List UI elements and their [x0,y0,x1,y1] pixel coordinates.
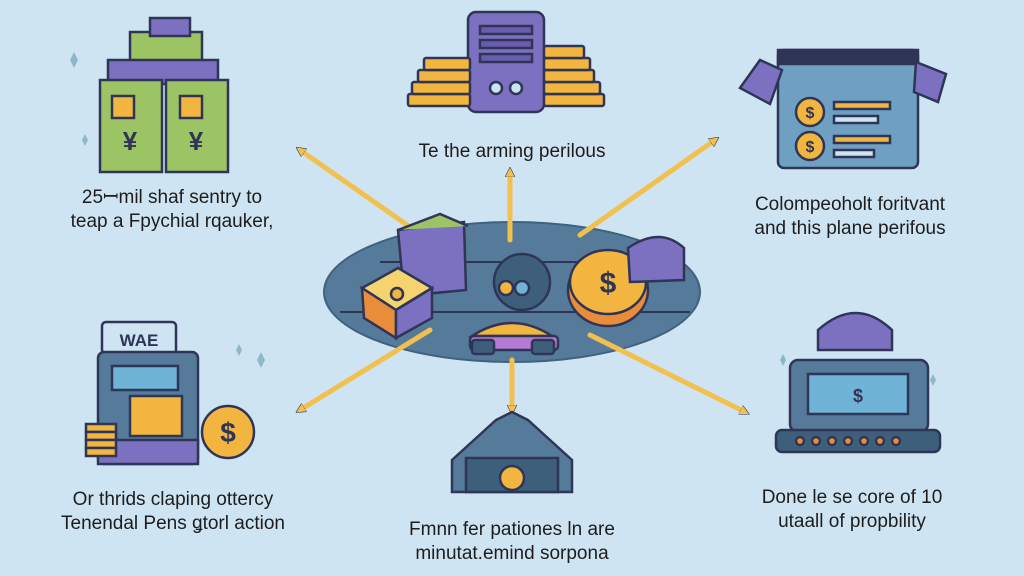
yen-symbol-right: ¥ [189,126,204,156]
caption-top-center-line1: Te the arming perilous [418,141,606,162]
server-with-coins-icon [406,10,606,114]
caption-top-left-line1: 25ꟷmil shaf sentry to [81,187,263,208]
caption-top-left-line2: teap a Fpychial rqauker, [70,211,274,232]
caption-bottom-center-line2: minutat.emind sorpona [415,543,609,564]
arrow-top-right [577,140,715,238]
caption-top-right-line2: and this plane perifous [754,218,946,239]
caption-bottom-left-line1: Or thrids claping ottercy [72,489,274,510]
dashboard-dollar-1: $ [806,105,815,122]
voting-booths-icon [98,16,230,174]
atm-machine-icon [84,320,256,466]
arrow-bottom-left [300,327,433,410]
caption-bottom-left-line2: Tenendal Pens ǥtorl action [61,513,285,534]
caption-top-center: Te the arming perilous [392,140,632,164]
laptop-dollar-symbol: $ [853,386,863,406]
caption-bottom-right-line2: utaall of propbility [778,511,926,532]
caption-top-left: 25ꟷmil shaf sentry to teap a Fpychial rq… [36,186,308,234]
hub-items [359,212,686,356]
temple-bank-icon [450,410,574,494]
caption-top-right-line1: Colompeoholt foritvant [754,194,946,215]
caption-top-right: Colompeoholt foritvant and this plane pe… [720,193,980,241]
atm-sign-text: WAE [120,331,159,350]
yen-symbol-left: ¥ [123,126,138,156]
dashboard-dollar-2: $ [806,139,815,156]
caption-bottom-center-line1: Fmnn fer pationes ln are [409,519,615,540]
laptop-with-creature-icon [774,311,942,454]
atm-dollar-coin [200,404,256,460]
caption-bottom-left: Or thrids claping ottercy Tenendal Pens … [30,488,316,536]
caption-bottom-right-line1: Done le se core of 10 [761,487,943,508]
atm-dollar-symbol: $ [220,417,236,448]
caption-bottom-center: Fmnn fer pationes ln are minutat.emind s… [380,518,644,566]
caption-bottom-right: Done le se core of 10 utaall of propbili… [730,486,974,534]
hub-coin-dollar: $ [600,267,617,300]
arrow-bottom-right [587,332,745,412]
dashboard-window-icon [738,48,948,170]
purple-dome-icon [626,235,686,284]
